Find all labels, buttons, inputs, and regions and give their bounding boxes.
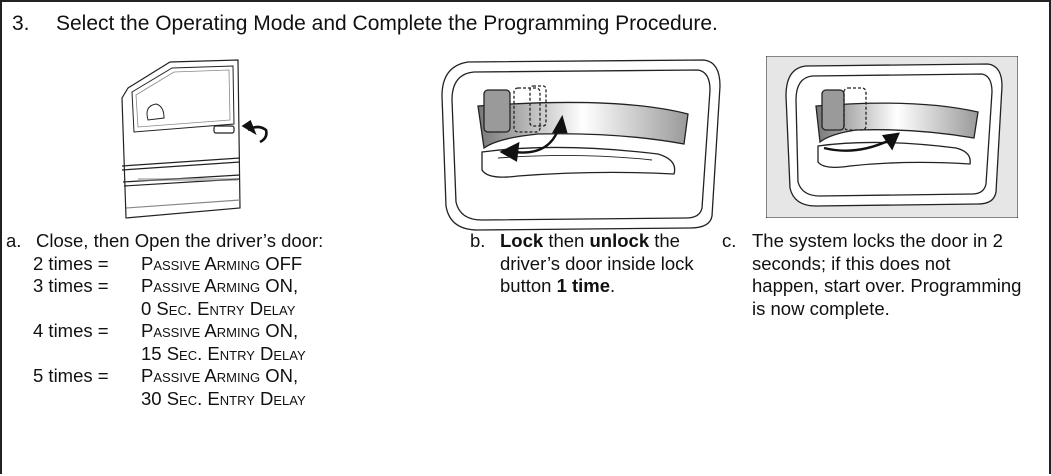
mode-option-line: Passive Arming ON, bbox=[141, 320, 299, 341]
mode-option-count: 3 times = bbox=[33, 275, 109, 296]
unlock-keyword: unlock bbox=[589, 230, 650, 251]
inside-handle-lock-illustration-b bbox=[441, 59, 721, 231]
step-b-text-part: the driver’s door inside lock button bbox=[500, 230, 694, 296]
rotate-arrow-icon-c bbox=[823, 132, 900, 152]
step-b-text-part: . bbox=[610, 275, 616, 296]
mode-option-line: Passive Arming OFF bbox=[141, 252, 303, 274]
pull-arrow-icon bbox=[241, 120, 268, 144]
step-b-text: Lock then unlock the driver’s door insid… bbox=[500, 230, 715, 298]
step-heading: 3. Select the Operating Mode and Complete… bbox=[12, 12, 718, 36]
step-b-letter: b. bbox=[470, 230, 486, 251]
mode-option-line: 30 Sec. Entry Delay bbox=[141, 387, 306, 409]
inside-handle-lock-illustration-c bbox=[766, 56, 1018, 218]
mode-option-count: 4 times = bbox=[33, 320, 109, 341]
mode-option-row: 2 times = Passive Arming OFF bbox=[33, 253, 446, 276]
step-b: b. Lock then unlock the driver’s door in… bbox=[470, 230, 715, 298]
mode-option-line: Passive Arming ON, bbox=[141, 365, 299, 386]
mode-option-count: 2 times = bbox=[33, 252, 109, 274]
step-number: 3. bbox=[12, 12, 30, 35]
rotate-arrow-icon bbox=[499, 114, 568, 162]
step-c: c. The system locks the door in 2 second… bbox=[722, 230, 1022, 320]
times-keyword: 1 time bbox=[556, 275, 611, 296]
step-a: a. Close, then Open the driver’s door: 2… bbox=[6, 230, 446, 410]
mode-options-table: 2 times = Passive Arming OFF 3 times = P… bbox=[33, 253, 446, 411]
step-a-letter: a. bbox=[6, 230, 22, 251]
mode-option-line: Passive Arming ON, bbox=[141, 275, 299, 296]
mode-option-count: 5 times = bbox=[33, 365, 109, 386]
mode-option-row: 4 times = Passive Arming ON, 15 Sec. Ent… bbox=[33, 320, 446, 365]
lock-keyword: Lock bbox=[500, 230, 544, 251]
step-c-text: The system locks the door in 2 seconds; … bbox=[752, 230, 1022, 319]
step-b-text-part: then bbox=[543, 230, 590, 251]
mode-option-line: 0 Sec. Entry Delay bbox=[141, 297, 296, 319]
driver-door-illustration bbox=[121, 59, 268, 219]
mode-option-line: 15 Sec. Entry Delay bbox=[141, 342, 306, 364]
step-a-text: Close, then Open the driver’s door: bbox=[36, 230, 324, 251]
step-c-letter: c. bbox=[722, 230, 737, 251]
mode-option-row: 3 times = Passive Arming ON, 0 Sec. Entr… bbox=[33, 275, 446, 320]
mode-option-row: 5 times = Passive Arming ON, 30 Sec. Ent… bbox=[33, 365, 446, 410]
step-title: Select the Operating Mode and Complete t… bbox=[56, 12, 718, 35]
